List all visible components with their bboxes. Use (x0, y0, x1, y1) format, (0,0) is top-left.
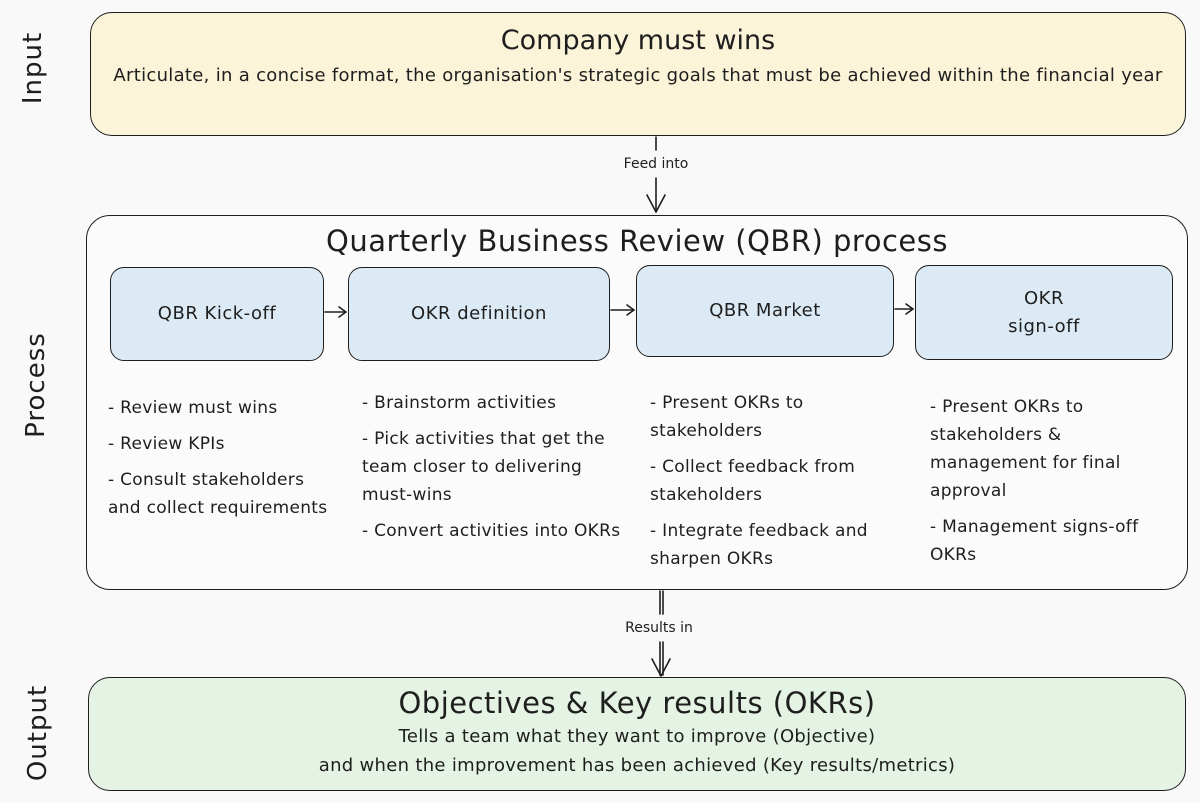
step-qbr-kickoff: QBR Kick-off (110, 267, 324, 361)
process-title: Quarterly Business Review (QBR) process (326, 224, 948, 258)
input-title: Company must wins (500, 25, 776, 56)
bullet-item: - Present OKRs to stakeholders & managem… (930, 397, 1121, 501)
input-box: Company must wins Articulate, in a conci… (90, 12, 1186, 136)
kickoff-bullets: - Review must wins - Review KPIs - Consu… (108, 394, 336, 530)
bullet-item: - Collect feedback from stakeholders (650, 457, 856, 505)
step-label: QBR Kick-off (157, 303, 277, 324)
bullet-item: - Management signs-off OKRs (930, 517, 1139, 565)
bullet-item: - Pick activities that get the team clos… (362, 429, 605, 505)
input-side-label: Input (18, 31, 48, 105)
bullet-item: - Review KPIs (108, 434, 225, 454)
market-bullets: - Present OKRs to stakeholders - Collect… (650, 389, 895, 581)
results-in-arrowhead (651, 658, 671, 677)
bullet-item: - Convert activities into OKRs (362, 521, 621, 541)
bullet-item: - Consult stakeholders and collect requi… (108, 470, 328, 518)
process-side-label: Process (21, 332, 51, 438)
bullet-item: - Present OKRs to stakeholders (650, 393, 804, 441)
step-label: QBR Market (709, 300, 821, 321)
definition-bullets: - Brainstorm activities - Pick activitie… (362, 389, 622, 553)
output-description-line: Tells a team what they want to improve (… (398, 726, 876, 747)
step-okr-definition: OKR definition (348, 267, 610, 361)
feed-into-arrowhead (646, 194, 666, 213)
output-title: Objectives & Key results (OKRs) (398, 686, 876, 720)
signoff-bullets: - Present OKRs to stakeholders & managem… (930, 393, 1155, 577)
bullet-item: - Integrate feedback and sharpen OKRs (650, 521, 868, 569)
output-box: Objectives & Key results (OKRs) Tells a … (88, 677, 1186, 791)
output-description-line: and when the improvement has been achiev… (318, 755, 956, 776)
output-side-label: Output (23, 684, 53, 782)
step-label: OKR definition (411, 303, 547, 324)
feed-into-label: Feed into (619, 156, 693, 172)
results-in-label: Results in (621, 620, 697, 636)
input-description: Articulate, in a concise format, the org… (113, 65, 1163, 86)
step-okr-signoff: OKR sign-off (915, 265, 1173, 360)
bullet-item: - Review must wins (108, 398, 278, 418)
bullet-item: - Brainstorm activities (362, 393, 557, 413)
step-qbr-market: QBR Market (636, 265, 894, 357)
output-description: Tells a team what they want to improve (… (99, 722, 1175, 780)
step-label: OKR sign-off (1008, 287, 1080, 337)
